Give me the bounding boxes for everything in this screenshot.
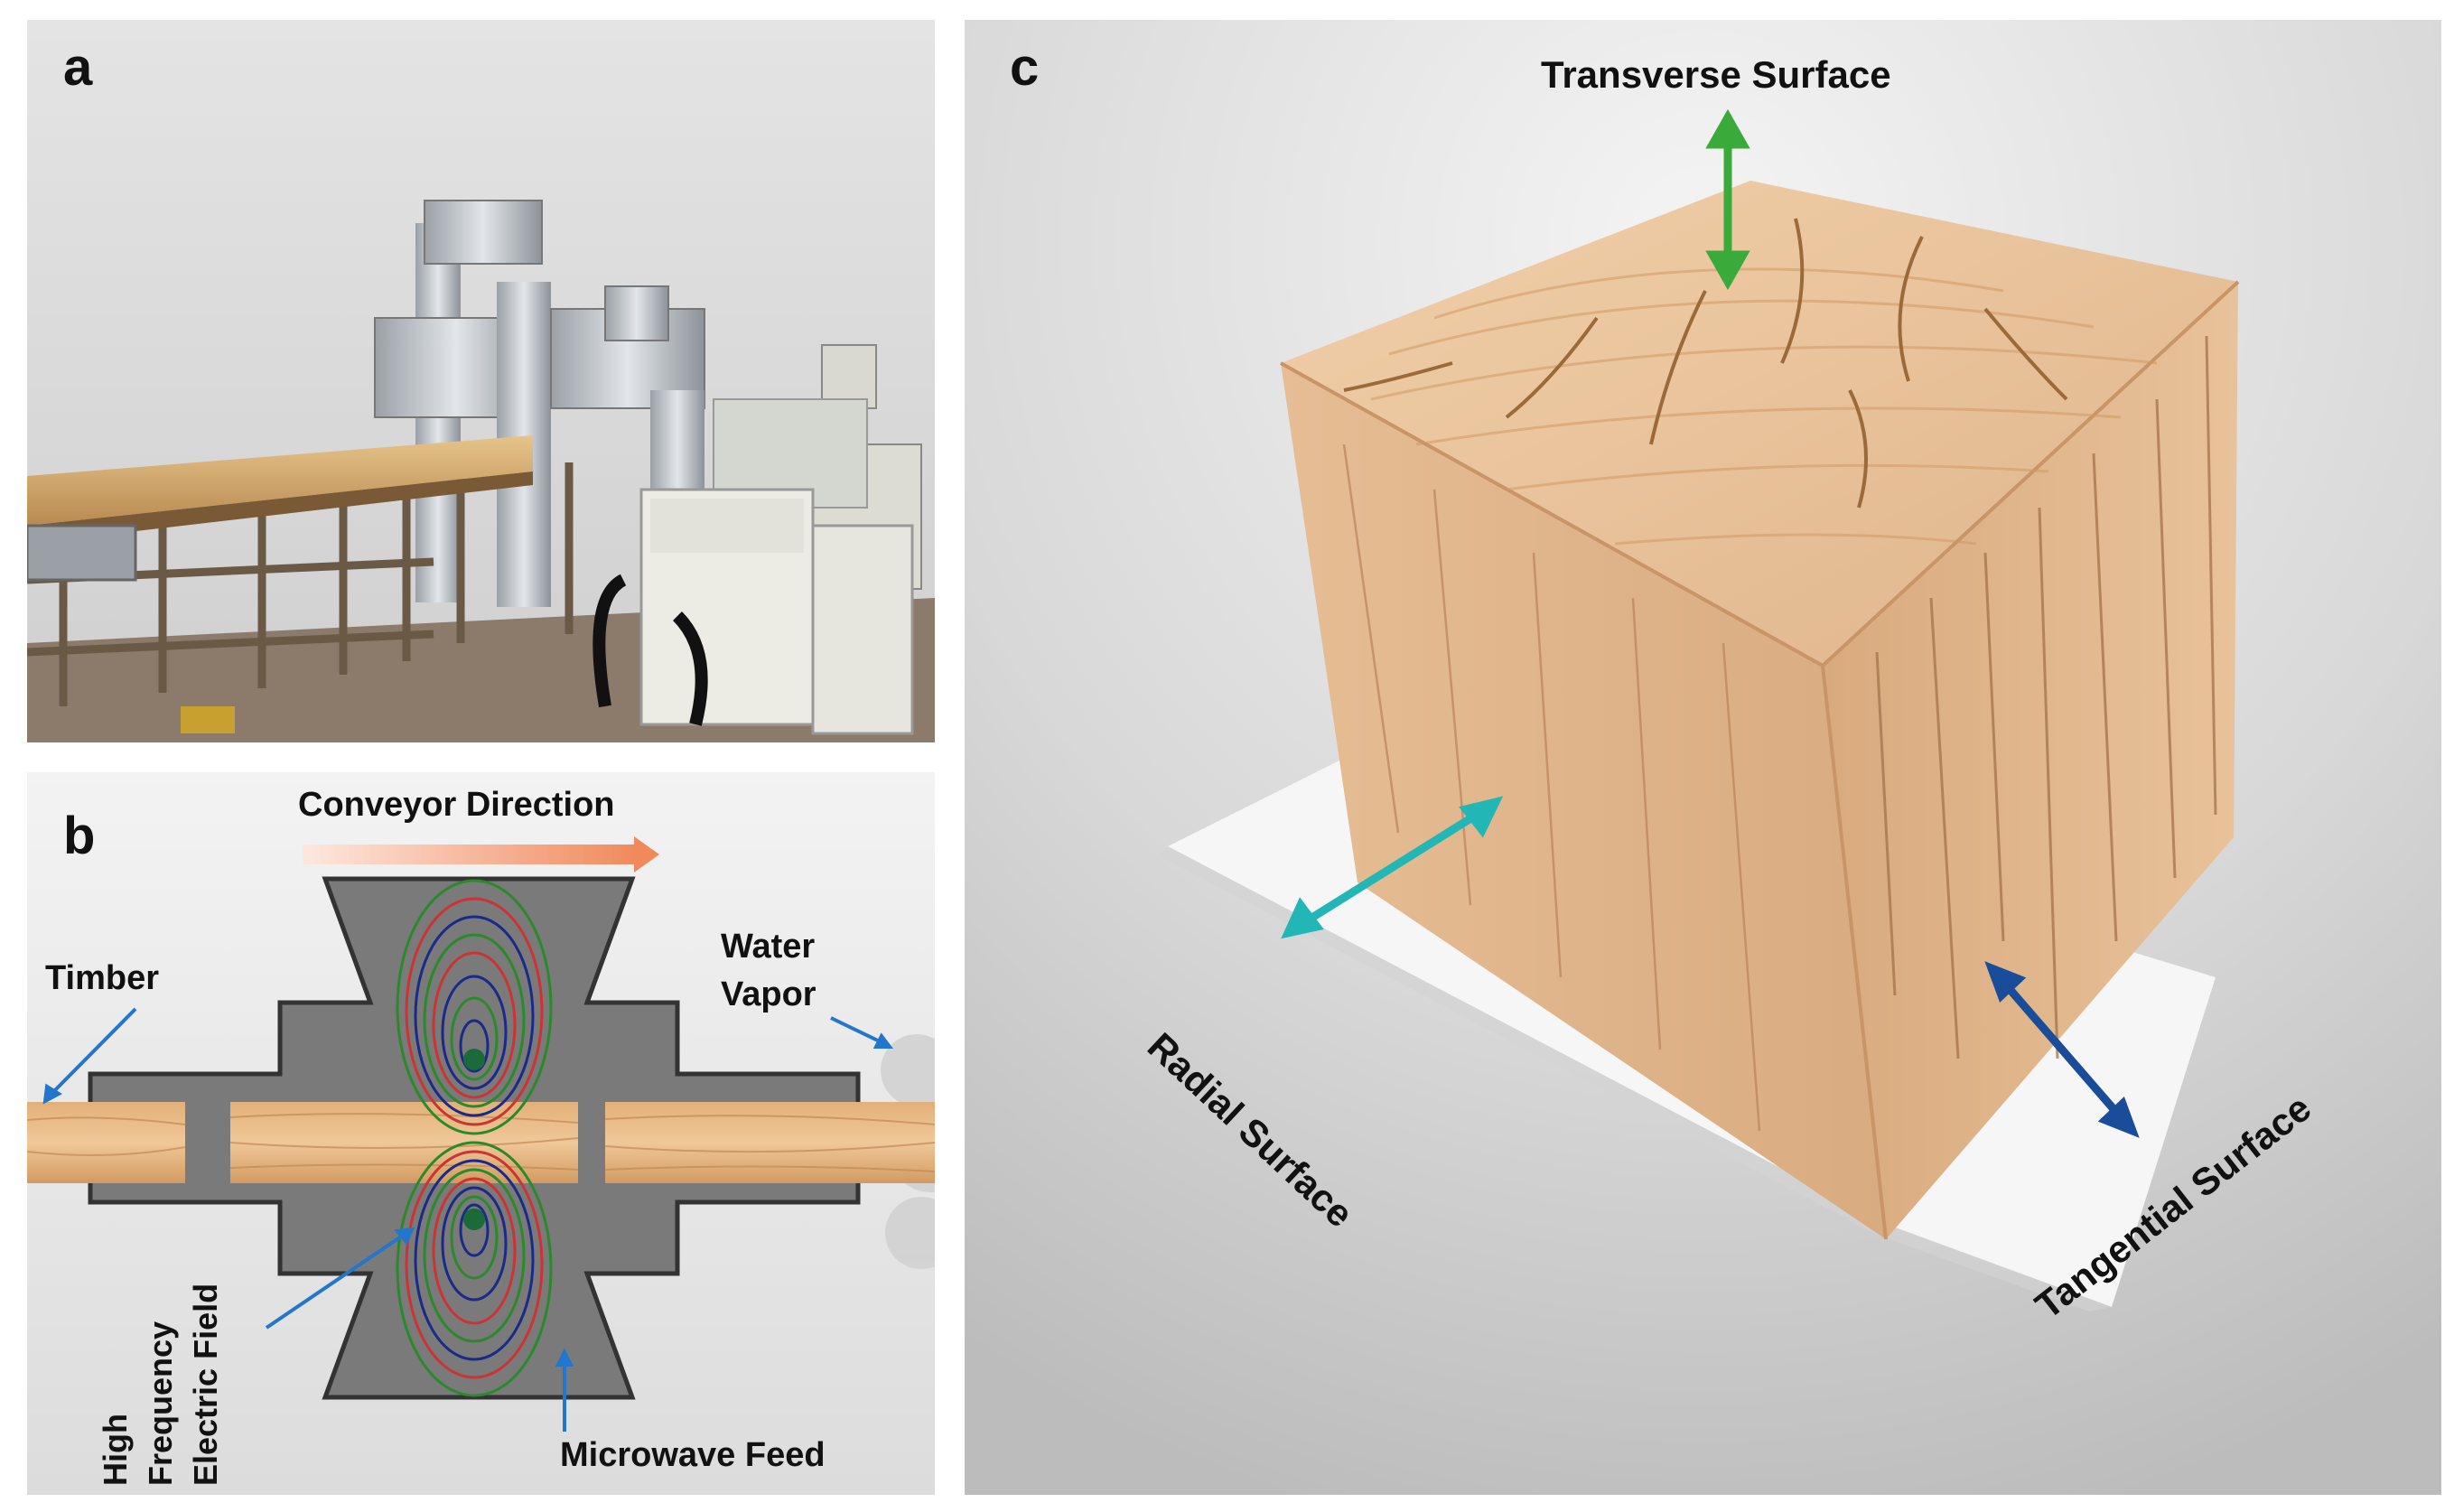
water-label: Water bbox=[721, 928, 815, 966]
panel-c: Transverse Surface Radial Surface Tangen… bbox=[965, 20, 2441, 1495]
transverse-arrow bbox=[1705, 108, 1750, 291]
hf-field-label: High Frequency Electric Field bbox=[97, 1283, 224, 1486]
electric-field-lower bbox=[396, 1141, 553, 1397]
vapor-label: Vapor bbox=[721, 975, 816, 1013]
electric-field-upper bbox=[396, 879, 553, 1135]
microwave-feed-label: Microwave Feed bbox=[560, 1436, 826, 1474]
block-top-face bbox=[1281, 181, 2238, 666]
timber-label: Timber bbox=[45, 959, 159, 997]
conveyor-direction-label: Conveyor Direction bbox=[298, 786, 615, 824]
machine-photo: a bbox=[27, 20, 935, 742]
hf-line2: Frequency bbox=[142, 1321, 179, 1486]
radial-arrow bbox=[1281, 796, 1504, 939]
block-right-face bbox=[1823, 282, 2238, 1239]
tangential-arrow bbox=[1984, 961, 2140, 1138]
antenna-upper bbox=[463, 1049, 485, 1070]
microwave-schematic: Conveyor Direction bbox=[27, 772, 935, 1495]
wood-block-illustration: Transverse Surface Radial Surface Tangen… bbox=[965, 20, 2441, 1495]
antenna-lower bbox=[463, 1209, 485, 1230]
conveyor-direction-arrow bbox=[303, 836, 659, 873]
hf-line1: High bbox=[97, 1414, 134, 1486]
panel-a: a bbox=[27, 20, 935, 742]
block-left-face bbox=[1281, 363, 1886, 1239]
panel-b: Conveyor Direction bbox=[27, 772, 935, 1495]
panel-b-label: b bbox=[63, 807, 95, 865]
panel-a-label: a bbox=[63, 38, 93, 97]
hf-line3: Electric Field bbox=[187, 1283, 224, 1486]
panel-c-label: c bbox=[1010, 38, 1039, 97]
wood-block bbox=[1280, 181, 2240, 1240]
callout-arrows bbox=[42, 1007, 893, 1432]
transverse-surface-label: Transverse Surface bbox=[1541, 53, 1891, 96]
